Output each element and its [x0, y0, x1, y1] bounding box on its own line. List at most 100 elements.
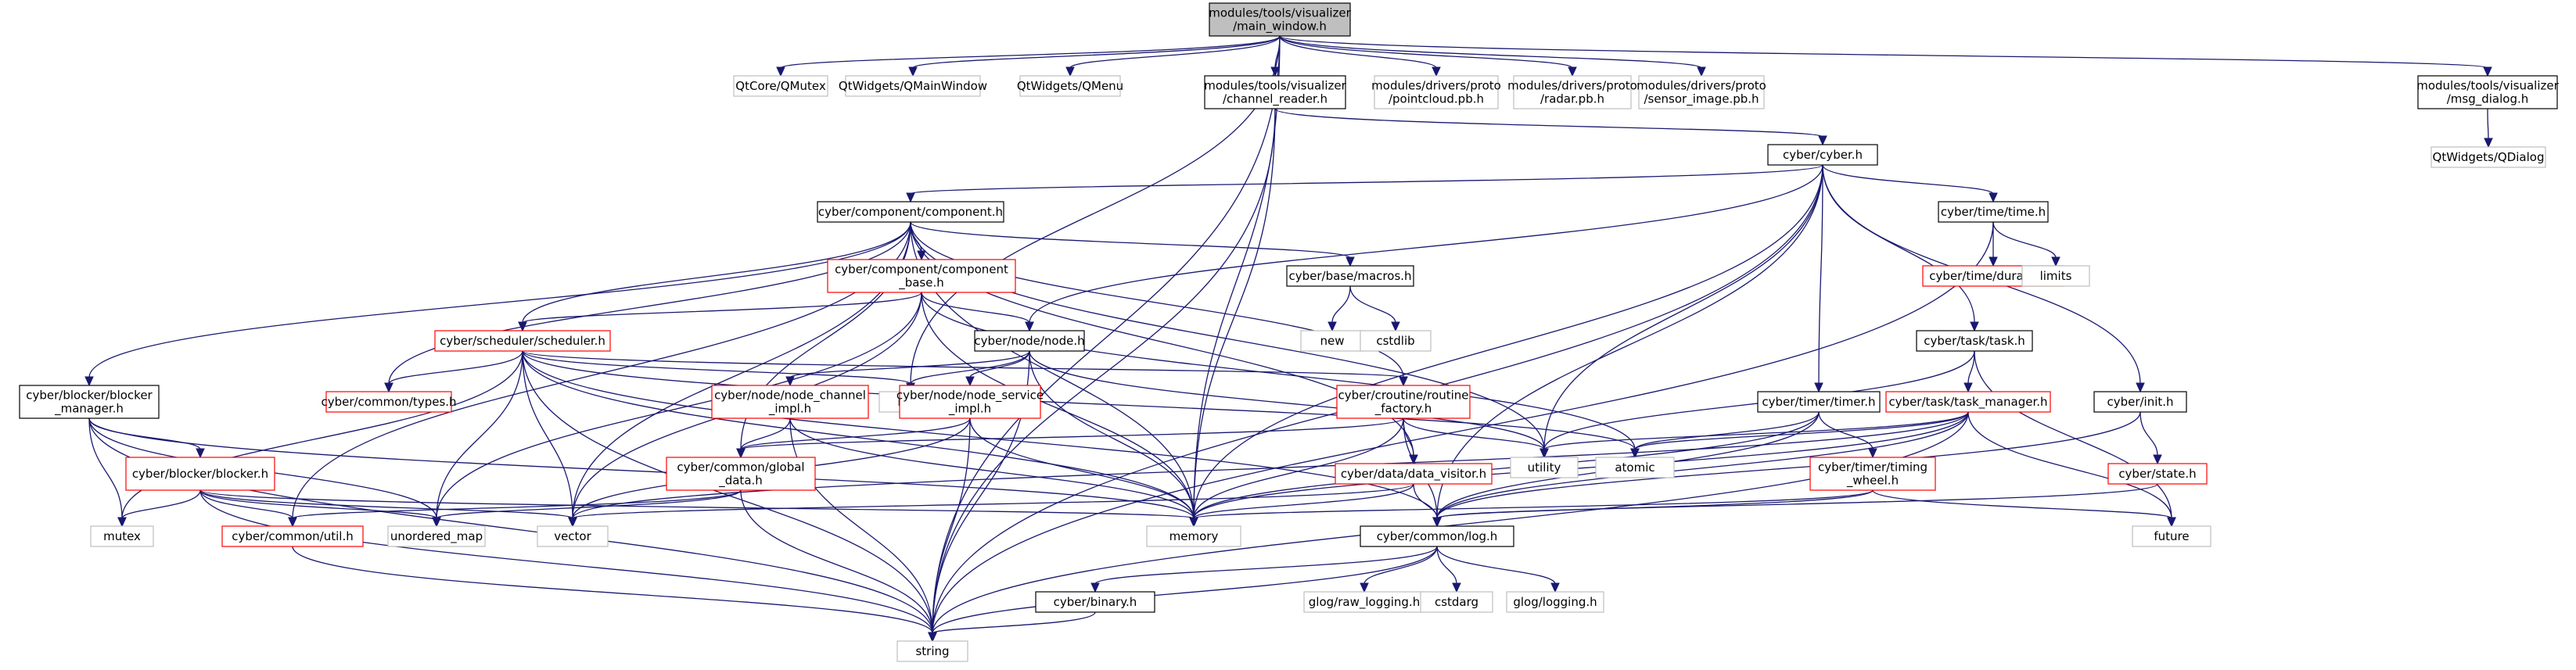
edge-scheduler-to-types	[388, 350, 523, 385]
edge-arrowhead-task-to-task_manager	[1963, 382, 1973, 393]
edge-scheduler-to-routine_factory	[522, 350, 1404, 378]
node-main-window[interactable]: modules/tools/visualizer/main_window.h	[1209, 2, 1352, 37]
node-task[interactable]: cyber/task/task.h	[1916, 330, 2033, 352]
edge-blocker_manager-to-blocker	[88, 417, 201, 450]
edge-data_visitor-to-log	[1413, 483, 1438, 519]
edge-scheduler-to-log	[522, 350, 1438, 519]
edge-global_data-to-util	[292, 489, 742, 519]
node-label: cstdarg	[1435, 595, 1478, 609]
node-pointcloud: modules/drivers/proto/pointcloud.pb.h	[1371, 75, 1501, 109]
node-label: cyber/timer/timer.h	[1762, 395, 1875, 409]
node-node[interactable]: cyber/node/node.h	[974, 330, 1085, 352]
node-label: modules/tools/visualizer	[1209, 6, 1351, 20]
node-label: utility	[1528, 460, 1561, 475]
node-label: /sensor_image.pb.h	[1644, 92, 1759, 107]
edge-cyber-to-task	[1822, 164, 1975, 324]
node-log[interactable]: cyber/common/log.h	[1360, 525, 1514, 547]
edge-node_service_impl-to-global_data	[740, 417, 971, 450]
node-data-visitor[interactable]: cyber/data/data_visitor.h	[1335, 463, 1493, 485]
node-macros[interactable]: cyber/base/macros.h	[1286, 265, 1414, 287]
edge-main_window-to-sensor_image	[1279, 35, 1702, 69]
edge-timing_wheel-to-memory	[1193, 489, 1874, 519]
node-init[interactable]: cyber/init.h	[2093, 391, 2187, 413]
edge-routine_factory-to-memory	[1193, 417, 1404, 519]
edge-arrowhead-timing_wheel-to-future	[2167, 517, 2176, 528]
edge-blocker-to-unordered_map	[199, 489, 437, 519]
node-timer[interactable]: cyber/timer/timer.h	[1757, 391, 1881, 413]
node-label: modules/tools/visualizer	[2416, 79, 2559, 93]
edge-arrowhead-main_window-to-radar	[1568, 66, 1577, 77]
node-component[interactable]: cyber/component/component.h	[817, 201, 1004, 223]
edge-time-to-string	[932, 221, 1994, 634]
node-types[interactable]: cyber/common/types.h	[321, 391, 457, 413]
edge-main_window-to-radar	[1279, 35, 1573, 69]
node-radar: modules/drivers/proto/radar.pb.h	[1507, 75, 1637, 109]
edge-arrowhead-component_base-to-node	[1025, 321, 1034, 332]
edge-component_base-to-memory	[921, 292, 1195, 519]
node-box	[1286, 265, 1414, 287]
node-box	[1420, 591, 1493, 613]
edge-arrowhead-main_window-to-channel_reader	[1270, 66, 1280, 77]
edge-blocker-to-vector	[199, 489, 573, 519]
edge-blocker-to-string	[199, 489, 933, 634]
edge-arrowhead-component_base-to-scheduler	[518, 321, 527, 332]
node-string: string	[896, 640, 968, 662]
node-logging: glog/logging.h	[1506, 591, 1604, 613]
node-blocker[interactable]: cyber/blocker/blocker.h	[125, 457, 275, 491]
edge-component_base-to-atomic	[921, 292, 1636, 450]
node-timing-wheel[interactable]: cyber/timer/timing_wheel.h	[1809, 457, 1936, 491]
node-state[interactable]: cyber/state.h	[2107, 463, 2208, 485]
node-box	[1374, 75, 1499, 109]
node-box	[1513, 75, 1632, 109]
edge-component-to-routine_factory	[910, 221, 1404, 378]
node-component-base[interactable]: cyber/component/component_base.h	[827, 259, 1016, 293]
node-binary[interactable]: cyber/binary.h	[1035, 591, 1155, 613]
node-label: string	[915, 644, 949, 658]
edge-blocker-to-util	[199, 489, 293, 519]
edge-arrowhead-component-to-component_base	[917, 250, 926, 261]
edge-scheduler-to-atomic	[522, 350, 1636, 450]
node-box	[1360, 525, 1514, 547]
node-box	[1209, 2, 1351, 37]
node-node-service-impl[interactable]: cyber/node/node_service_impl.h	[896, 385, 1044, 419]
edge-scheduler-to-mutex	[121, 350, 523, 519]
edge-blocker-to-memory	[199, 489, 1195, 519]
node-box	[19, 385, 160, 419]
node-msg-dialog[interactable]: modules/tools/visualizer/msg_dialog.h	[2416, 75, 2560, 109]
node-box	[221, 525, 364, 547]
edge-arrowhead-scheduler-to-types	[384, 382, 393, 393]
node-label: QtWidgets/QMenu	[1017, 79, 1123, 93]
edge-node-to-utility	[1029, 350, 1545, 450]
edge-channel_reader-to-cyber	[1274, 108, 1823, 138]
node-label: QtCore/QMutex	[735, 79, 826, 93]
edge-arrowhead-timer-to-timing_wheel	[1868, 448, 1877, 459]
node-util[interactable]: cyber/common/util.h	[221, 525, 364, 547]
edge-arrowhead-global_data-to-unordered_map	[432, 517, 441, 528]
node-cyber[interactable]: cyber/cyber.h	[1767, 144, 1878, 166]
edge-arrowhead-macros-to-cstdlib	[1391, 321, 1400, 332]
node-box	[1336, 385, 1471, 419]
node-routine-factory[interactable]: cyber/croutine/routine_factory.h	[1336, 385, 1471, 419]
edge-main_window-to-qmainwindow	[912, 35, 1281, 69]
node-label: new	[1320, 334, 1344, 348]
edge-arrowhead-data_visitor-to-vector	[568, 517, 577, 528]
node-channel-reader[interactable]: modules/tools/visualizer/channel_reader.…	[1204, 75, 1347, 109]
edge-channel_reader-to-memory	[1193, 108, 1276, 519]
node-blocker-manager[interactable]: cyber/blocker/blocker_manager.h	[19, 385, 160, 419]
node-time[interactable]: cyber/time/time.h	[1938, 201, 2049, 223]
node-box	[537, 525, 609, 547]
node-global-data[interactable]: cyber/common/global_data.h	[666, 457, 816, 491]
node-label: cyber/time/time.h	[1941, 205, 2046, 219]
node-label: vector	[554, 529, 591, 543]
edge-node-to-map	[910, 350, 1030, 385]
node-task-manager[interactable]: cyber/task/task_manager.h	[1885, 391, 2051, 413]
node-label: cyber/node/node.h	[974, 334, 1084, 348]
node-box	[90, 525, 154, 547]
node-node-channel-impl[interactable]: cyber/node/node_channel_impl.h	[711, 385, 869, 419]
node-box	[1019, 75, 1121, 97]
node-label: cyber/timer/timing	[1818, 460, 1928, 475]
edge-arrowhead-cyber-to-time	[1989, 192, 1998, 203]
edge-arrowhead-main_window-to-msg_dialog	[2483, 66, 2492, 77]
node-box	[666, 457, 816, 491]
node-scheduler[interactable]: cyber/scheduler/scheduler.h	[434, 330, 611, 352]
